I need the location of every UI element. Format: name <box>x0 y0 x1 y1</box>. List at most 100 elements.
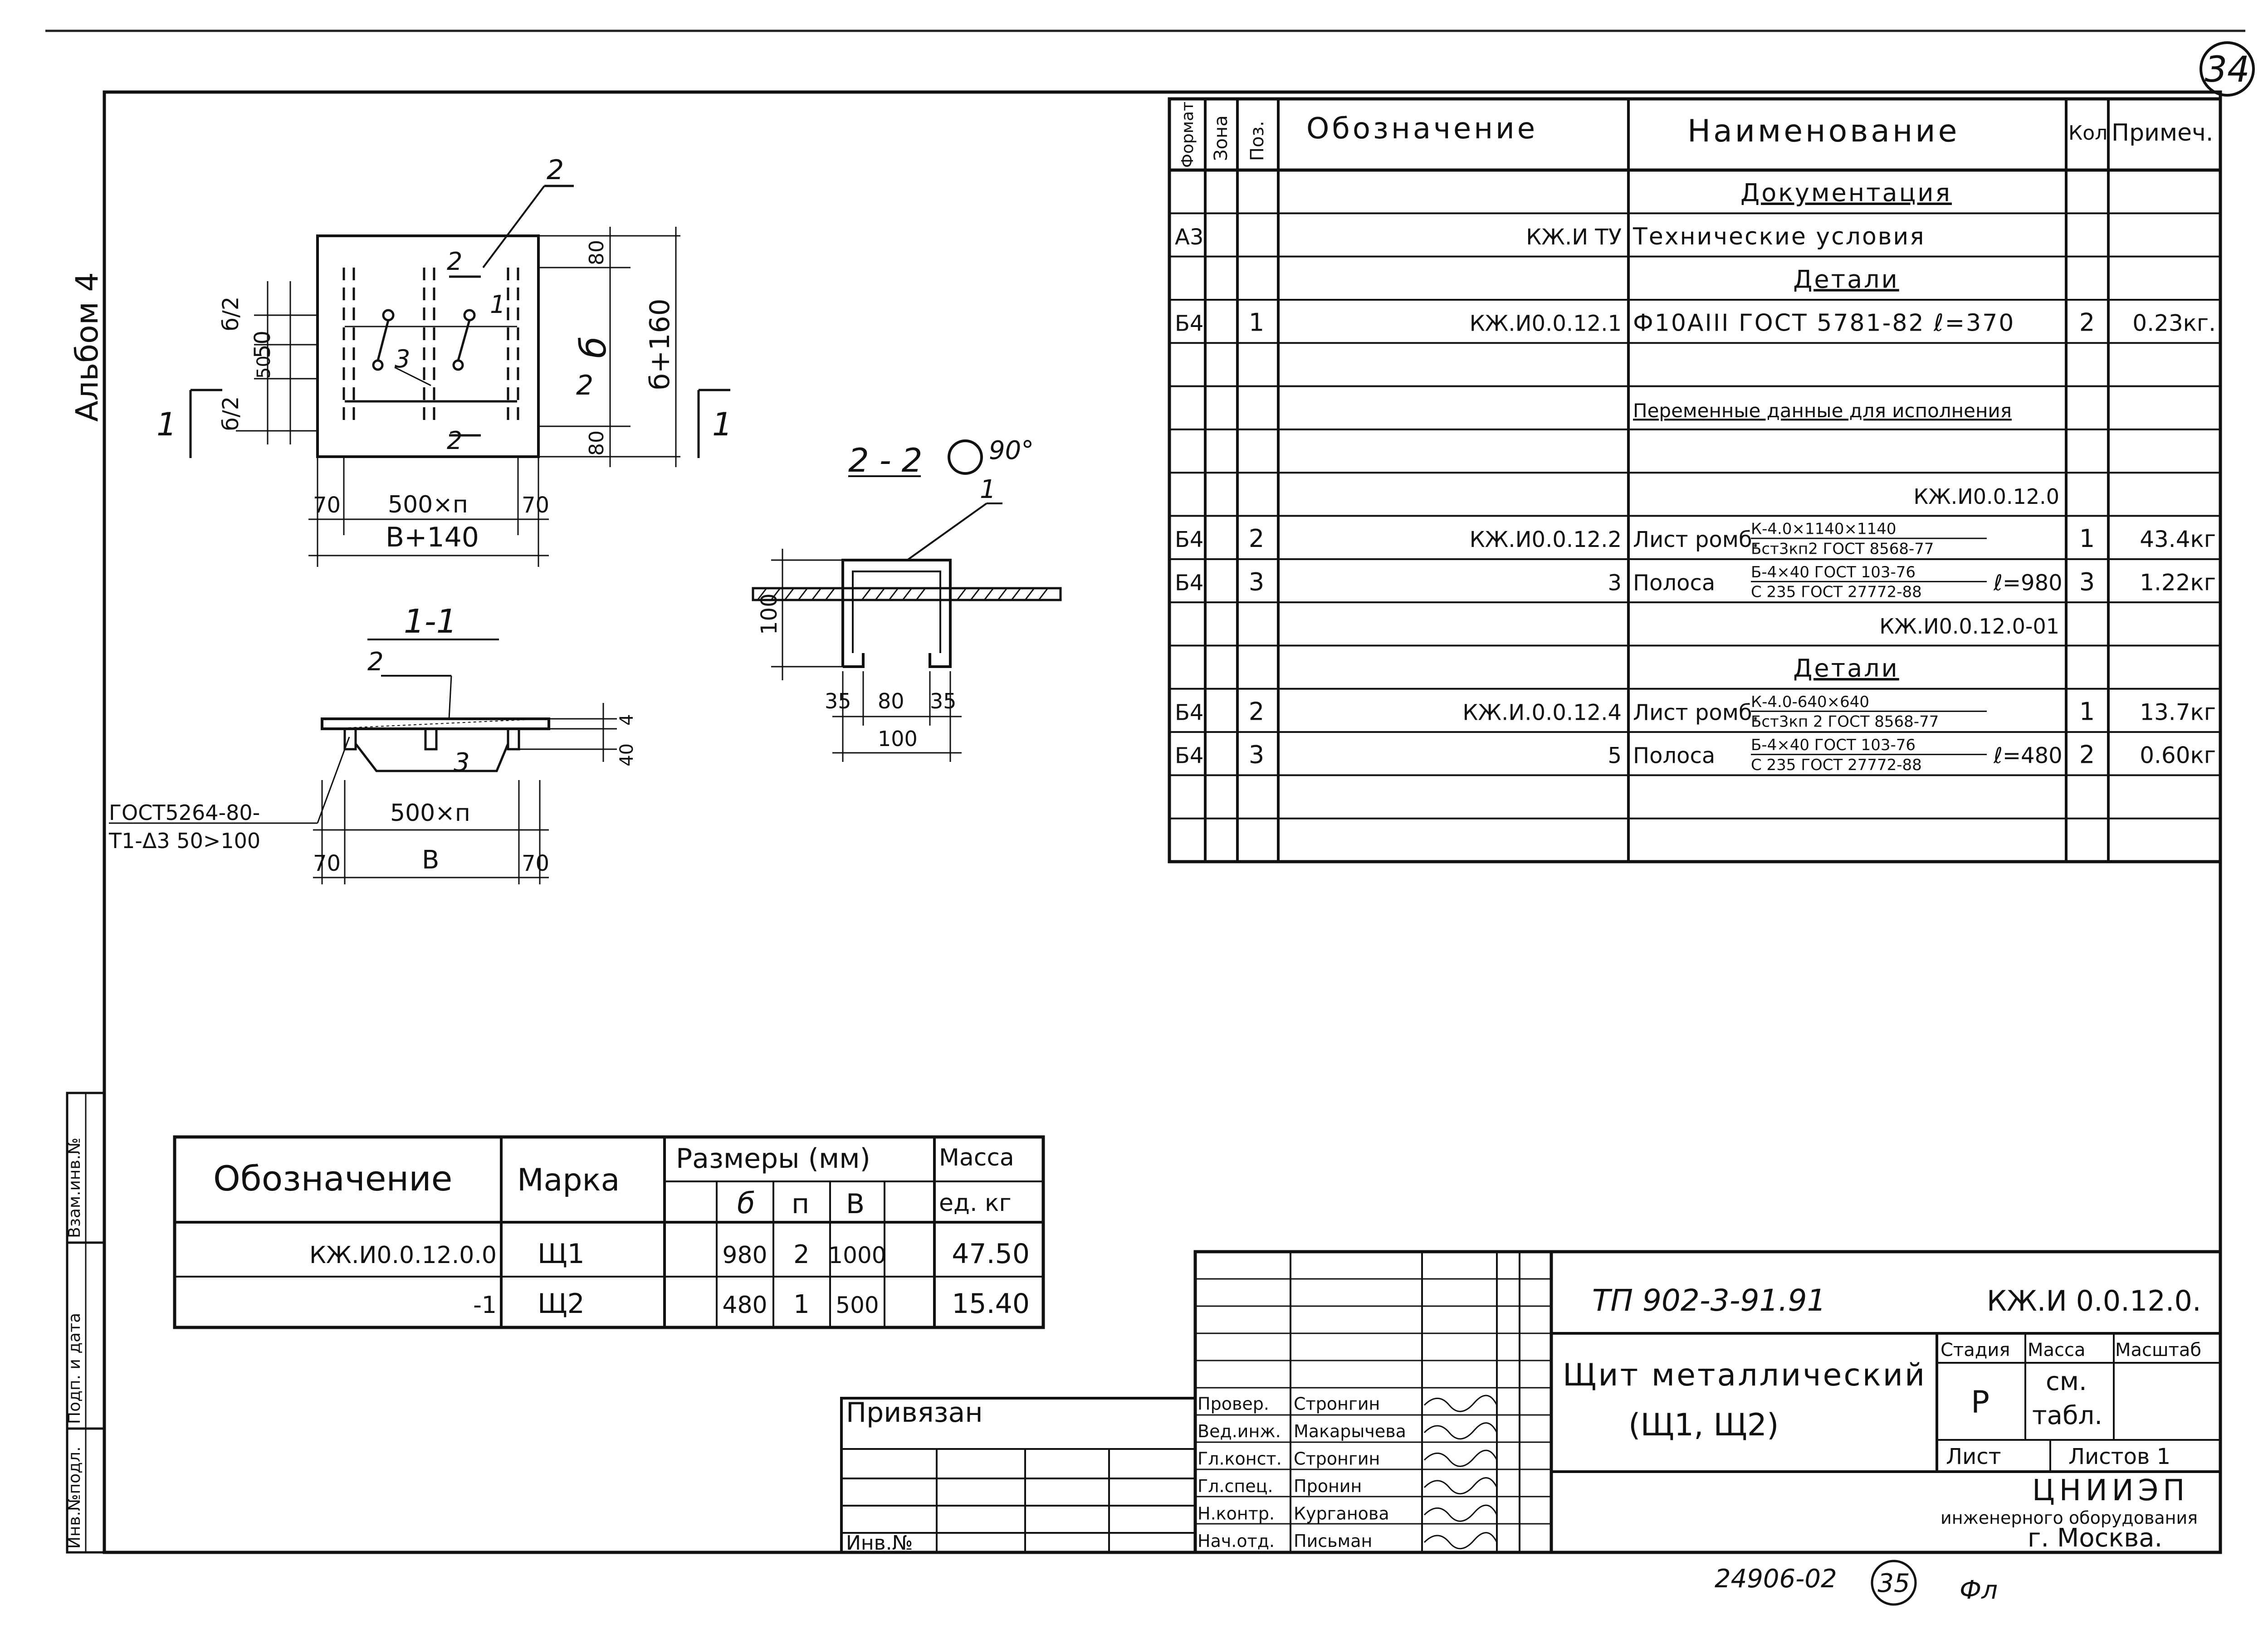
svg-text:1: 1 <box>156 406 177 443</box>
svg-text:В: В <box>846 1188 865 1220</box>
marks-row-mass: 15.40 <box>952 1288 1030 1320</box>
spec-row-pos: 2 <box>1249 524 1264 553</box>
title-stamp-text: ТП 902-3-91.91 КЖ.И 0.0.12.0. Щит металл… <box>1198 1283 2201 1553</box>
marks-header-sizes: Размеры (мм) <box>676 1143 870 1175</box>
spec-row-name-top: К-4.0-640×640 <box>1751 693 1869 711</box>
marks-row-mark: Щ1 <box>538 1238 585 1270</box>
spec-header-note: Примеч. <box>2112 119 2213 146</box>
bottom-circle-number: 35 <box>1877 1569 1910 1598</box>
spec-row-pos: 1 <box>1249 308 1264 337</box>
svg-text:35: 35 <box>930 689 957 713</box>
spec-row-qty: 2 <box>2079 308 2095 337</box>
marks-header-mass: Масса <box>939 1144 1014 1171</box>
spec-row-name: Полоса <box>1633 743 1715 769</box>
spec-row-qty: 3 <box>2079 567 2095 596</box>
svg-text:б+160: б+160 <box>644 298 676 390</box>
stamp-name: Макарычева <box>1294 1421 1406 1441</box>
svg-text:500×п: 500×п <box>390 800 470 827</box>
spec-row-format: Б4 <box>1175 570 1203 595</box>
spec-row-designation: 3 <box>1608 570 1622 595</box>
svg-text:40: 40 <box>616 743 637 766</box>
bottom-number: 24906-02 <box>1715 1564 1837 1594</box>
marks-header-designation: Обозначение <box>213 1158 452 1199</box>
spec-row-name: Полоса <box>1633 570 1715 595</box>
svg-text:табл.: табл. <box>2032 1401 2102 1430</box>
side-vzam-inv: Взам.инв.№ <box>65 1137 84 1238</box>
spec-row-name-bottom: С 235 ГОСТ 27772-88 <box>1751 583 1922 601</box>
marks-table <box>173 1135 1045 1329</box>
spec-row-heading: Переменные данные для исполнения <box>1633 400 2012 422</box>
plan-view-labels: 2 2 2 1 3 2 1 1 б/2 50 50 б/2 80 80 б б+… <box>156 154 733 553</box>
svg-text:90°: 90° <box>989 436 1034 465</box>
spec-row-format: А3 <box>1175 224 1203 250</box>
weld-note-1: ГОСТ5264-80- <box>109 800 260 825</box>
signature <box>1423 1422 1498 1440</box>
side-podp-data: Подп. и дата <box>65 1313 84 1424</box>
spec-row-designation: КЖ.И ТУ <box>1526 224 1622 250</box>
stamp-code: КЖ.И 0.0.12.0. <box>1987 1284 2201 1317</box>
spec-row-name: Лист ромб. <box>1633 700 1759 725</box>
spec-row-note: 0.60кг <box>2140 742 2216 769</box>
svg-text:80: 80 <box>585 240 608 265</box>
svg-text:35: 35 <box>825 689 851 713</box>
svg-text:б/2: б/2 <box>218 297 244 331</box>
spec-row-heading: Детали <box>1793 654 1899 683</box>
spec-header-zone: Зона <box>1211 115 1232 161</box>
svg-text:4: 4 <box>616 714 637 726</box>
section-2-2-title: 2 - 2 <box>848 441 922 479</box>
svg-text:2: 2 <box>447 247 462 276</box>
svg-text:1: 1 <box>712 406 733 443</box>
spec-row-name: Лист ромб. <box>1633 527 1759 552</box>
svg-text:Масштаб: Масштаб <box>2115 1340 2201 1361</box>
spec-row-heading: КЖ.И0.0.12.0-01 <box>1879 614 2059 639</box>
spec-row-format: Б4 <box>1175 527 1203 552</box>
stamp-name: Стронгин <box>1294 1394 1380 1414</box>
stamp-role: Н.контр. <box>1198 1503 1275 1523</box>
svg-text:100: 100 <box>878 727 918 751</box>
svg-text:ЦНИИЭП: ЦНИИЭП <box>2032 1474 2189 1507</box>
tied-label: Привязан <box>846 1397 983 1429</box>
side-stamp: Взам.инв.№ Подп. и дата Инв.№подл. <box>65 1092 106 1554</box>
specification-table: Формат Зона Поз. Обозначение Наименовани… <box>1168 97 2222 863</box>
marks-row-n: 1 <box>793 1290 810 1319</box>
spec-header-qty: Кол <box>2068 122 2107 145</box>
weld-note-2: Т1-Δ3 50>100 <box>108 829 260 853</box>
svg-text:В+140: В+140 <box>386 522 479 553</box>
spec-row-name-top: Б-4×40 ГОСТ 103-76 <box>1751 736 1916 754</box>
stamp-name: Пронин <box>1294 1476 1362 1496</box>
svg-text:80: 80 <box>878 689 904 713</box>
title-stamp <box>1193 1250 2222 1554</box>
svg-text:2: 2 <box>447 426 462 455</box>
marks-header-mass-unit: ед. кг <box>939 1190 1012 1217</box>
marks-row-mark: Щ2 <box>538 1288 585 1320</box>
stamp-title-line2: (Щ1, Щ2) <box>1628 1407 1779 1443</box>
marks-row-b: 980 <box>722 1242 767 1269</box>
spec-row-designation: 5 <box>1608 743 1622 769</box>
stamp-role: Гл.спец. <box>1198 1476 1273 1496</box>
sheet-number-top: 34 <box>2200 41 2255 97</box>
signature <box>1423 1532 1498 1550</box>
svg-text:80: 80 <box>585 430 608 456</box>
svg-text:инженерного оборудования: инженерного оборудования <box>1941 1508 2198 1528</box>
section-1-1-title: 1-1 <box>404 602 457 640</box>
spec-row-name-bottom: Бст3кп 2 ГОСТ 8568-77 <box>1751 713 1939 731</box>
svg-text:50: 50 <box>250 331 275 358</box>
marks-row-b: 480 <box>722 1292 767 1319</box>
spec-row-name: Ф10АIII ГОСТ 5781-82 ℓ=370 <box>1633 310 2015 337</box>
tied-block <box>840 1397 1197 1554</box>
spec-row-name-suffix: ℓ=480 <box>1993 743 2063 769</box>
spec-row-name-bottom: С 235 ГОСТ 27772-88 <box>1751 756 1922 774</box>
section-1-1-labels: 1-1 2 3 4 40 500×п 70 В 70 ГОСТ5264-80- … <box>108 602 637 876</box>
marks-row-n: 2 <box>793 1240 810 1269</box>
svg-text:70: 70 <box>522 851 549 876</box>
svg-text:п: п <box>792 1188 809 1220</box>
svg-text:34: 34 <box>2204 49 2249 90</box>
svg-text:50: 50 <box>254 356 274 379</box>
bottom-sign: Фл <box>1960 1575 1998 1605</box>
spec-header-designation: Обозначение <box>1306 112 1538 146</box>
spec-row-name: Технические условия <box>1633 223 1926 250</box>
marks-row-v: 1000 <box>828 1242 886 1268</box>
section-1-1 <box>109 639 617 884</box>
spec-header-name: Наименование <box>1687 113 1960 149</box>
